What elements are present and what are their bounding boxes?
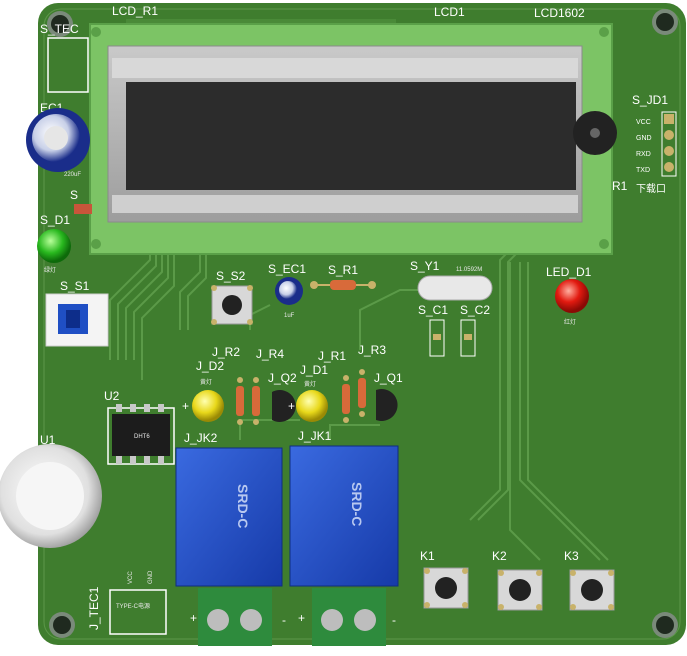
label-s-jd1: S_JD1 — [632, 93, 668, 107]
label-j-q2: J_Q2 — [268, 371, 297, 385]
label-jd1-rxd: RXD — [636, 151, 651, 158]
label-s-s1: S_S1 — [60, 279, 90, 293]
label-u2: U2 — [104, 389, 120, 403]
label-s-ec1-value: 1uF — [284, 313, 295, 319]
label-j-r2: J_R2 — [212, 345, 240, 359]
label-s-short: S — [70, 188, 78, 202]
label-j-d1-sub: 黄灯 — [304, 380, 316, 388]
label-lcd1602: LCD1602 — [534, 6, 585, 20]
label-s-d1: S_D1 — [40, 213, 70, 227]
label-s-c2: S_C2 — [460, 303, 490, 317]
resistor-s-r1 — [310, 280, 376, 290]
yellow-led-j-d2 — [192, 390, 224, 422]
relay-j-jk2 — [175, 447, 283, 587]
transistor-j-q1 — [376, 389, 398, 421]
label-j-jk2: J_JK2 — [184, 431, 218, 445]
terminal-block-left — [198, 588, 272, 646]
label-j-d1: J_D1 — [300, 363, 328, 377]
label-plus-left: + — [182, 399, 189, 413]
label-s-r1: S_R1 — [328, 263, 358, 277]
label-plus-term-right: + — [298, 611, 305, 625]
label-j-r4: J_R4 — [256, 347, 284, 361]
terminal-block-right — [312, 588, 386, 646]
u2-chip — [107, 404, 175, 465]
mounting-holes — [47, 9, 678, 638]
label-j-q1: J_Q1 — [374, 371, 403, 385]
label-plus-mid: + — [288, 399, 295, 413]
label-j-tec1: J_TEC1 — [87, 586, 101, 630]
label-lcd-r1: LCD_R1 — [112, 4, 158, 18]
red-led — [555, 279, 589, 313]
lcd-module — [89, 23, 613, 255]
label-r1: R1 — [612, 179, 628, 193]
label-j-tec1-caption: TYPE-C电源 — [116, 602, 150, 610]
label-vcc: VCC — [128, 571, 134, 584]
label-k2: K2 — [492, 549, 507, 563]
resistors-j-r2-r4 — [236, 377, 260, 425]
label-j-r3: J_R3 — [358, 343, 386, 357]
label-k1: K1 — [420, 549, 435, 563]
label-minus-term-left: - — [282, 613, 286, 627]
label-jd1-caption: 下载口 — [636, 183, 666, 195]
label-s-s2: S_S2 — [216, 269, 246, 283]
relay-j-jk1 — [289, 445, 399, 587]
label-gnd: GND — [148, 570, 154, 584]
crystal — [417, 275, 493, 301]
label-plus-term-left: + — [190, 611, 197, 625]
lcd-screen — [126, 82, 576, 190]
label-jd1-txd: TXD — [636, 167, 650, 174]
button-k2[interactable] — [497, 569, 543, 611]
relay-j-jk1-text: SRD-C — [349, 482, 365, 526]
label-lcd1: LCD1 — [434, 5, 465, 19]
label-u2-chip: DHT6 — [134, 434, 150, 440]
button-k3[interactable] — [569, 569, 615, 611]
download-header — [661, 111, 677, 177]
power-switch — [45, 293, 109, 347]
green-led — [37, 229, 71, 263]
label-s-tec: S_TEC — [40, 22, 79, 36]
reset-button[interactable] — [211, 285, 253, 325]
pcb-traces — [109, 230, 609, 561]
label-j-jk1: J_JK1 — [298, 429, 332, 443]
label-j-d2-sub: 黄灯 — [200, 378, 212, 386]
typec-connector — [109, 589, 167, 635]
yellow-led-j-d1 — [296, 390, 328, 422]
label-j-r1: J_R1 — [318, 349, 346, 363]
label-s-ec1: S_EC1 — [268, 262, 306, 276]
label-s-d1-sub: 绿灯 — [44, 266, 56, 274]
resistors-j-r1-r3 — [342, 369, 366, 423]
label-led-d1: LED_D1 — [546, 265, 592, 279]
button-k1[interactable] — [423, 567, 469, 609]
ec1-capacitor — [26, 108, 90, 172]
label-s-c1: S_C1 — [418, 303, 448, 317]
label-j-d2: J_D2 — [196, 359, 224, 373]
label-s-y1-value: 11.0592M — [456, 267, 482, 273]
label-jd1-gnd: GND — [636, 135, 652, 142]
relay-j-jk2-text: SRD-C — [235, 484, 251, 528]
label-s-y1: S_Y1 — [410, 259, 440, 273]
label-minus-term-right: - — [392, 613, 396, 627]
label-jd1-vcc: VCC — [636, 119, 651, 126]
label-ec1-value: 220uF — [64, 172, 81, 178]
label-k3: K3 — [564, 549, 579, 563]
label-led-d1-sub: 红灯 — [564, 318, 576, 326]
label-u1: U1 — [40, 433, 56, 447]
transistor-j-q2 — [272, 390, 296, 423]
